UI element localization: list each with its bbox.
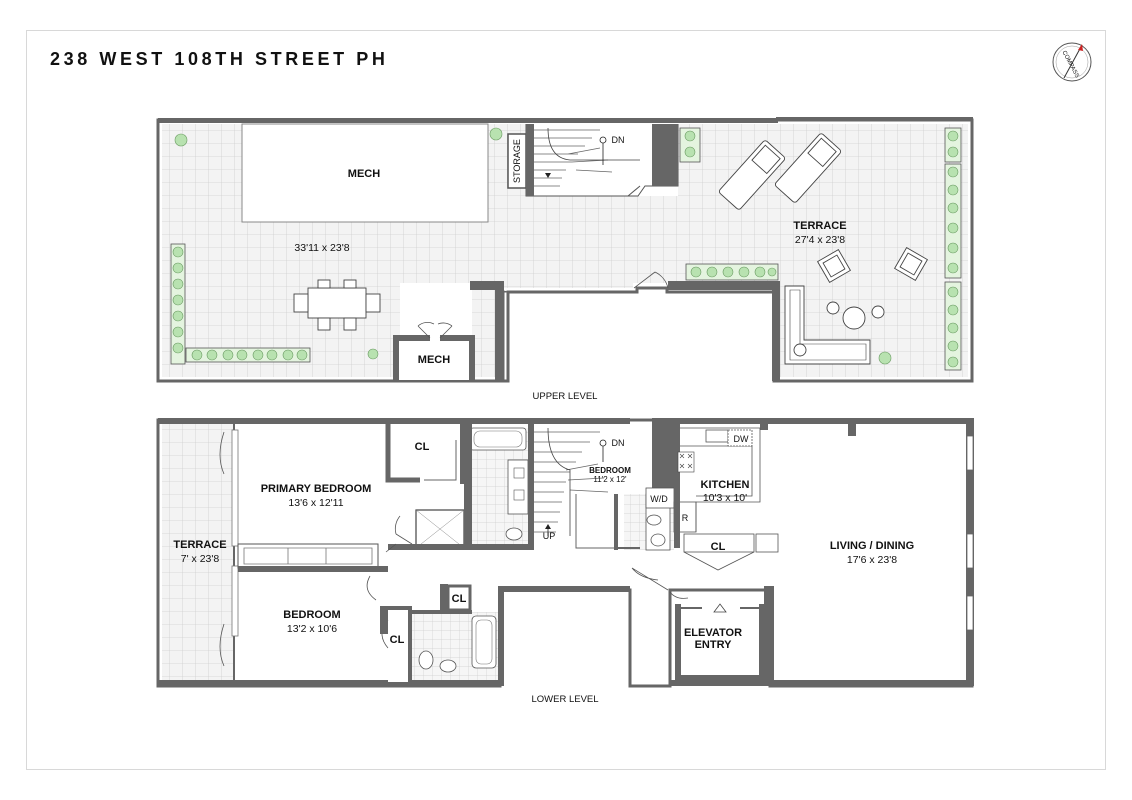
mech-small-label: MECH bbox=[418, 354, 450, 366]
compass-icon: COMPASS bbox=[1052, 42, 1092, 82]
lower-terrace-floor bbox=[162, 424, 234, 682]
living-dining-label: LIVING / DINING bbox=[830, 540, 914, 552]
bedroom-label: BEDROOM bbox=[283, 609, 340, 621]
refrigerator-label: R bbox=[682, 513, 689, 523]
lounge-chair-icon bbox=[718, 133, 842, 210]
upper-terrace-dim: 27'4 x 23'8 bbox=[795, 234, 845, 246]
lower-terrace-label: TERRACE bbox=[173, 539, 226, 551]
storage-label: STORAGE bbox=[512, 139, 522, 183]
mech-room bbox=[241, 123, 489, 223]
page-frame bbox=[26, 30, 1106, 770]
lower-terrace-dim: 7' x 23'8 bbox=[181, 553, 220, 565]
small-bedroom-dim: 11'2 x 12' bbox=[593, 475, 627, 484]
living-dining-dim: 17'6 x 23'8 bbox=[847, 554, 897, 566]
upper-deck-dim: 33'11 x 23'8 bbox=[294, 242, 349, 254]
upper-level-plan: MECH 33'11 x 23'8 MECH STORAGE DN TERRAC… bbox=[156, 117, 974, 402]
lounge-furniture-icon bbox=[784, 246, 929, 365]
dining-table-icon bbox=[293, 279, 381, 331]
upper-outer-wall bbox=[156, 118, 974, 383]
small-bedroom-label: BEDROOM bbox=[589, 466, 631, 475]
primary-bedroom-label: PRIMARY BEDROOM bbox=[261, 483, 372, 495]
elevator-entry bbox=[676, 604, 764, 680]
hall-closet-label: CL bbox=[452, 593, 467, 605]
lower-level-label: LOWER LEVEL bbox=[531, 694, 598, 705]
bedroom-dim: 13'2 x 10'6 bbox=[287, 623, 337, 635]
kitchen-label: KITCHEN bbox=[701, 479, 750, 491]
upper-terrace-label: TERRACE bbox=[793, 220, 846, 232]
washer-dryer-label: W/D bbox=[650, 494, 668, 504]
lower-stair-dn-label: DN bbox=[612, 438, 625, 448]
primary-closet-label: CL bbox=[415, 441, 430, 453]
dishwasher-label: DW bbox=[734, 434, 749, 444]
kitchen-dim: 10'3 x 10' bbox=[703, 492, 747, 504]
elevator-label-line2: ENTRY bbox=[695, 639, 733, 651]
bedroom-closet-label: CL bbox=[390, 634, 405, 646]
listing-title: 238 WEST 108TH STREET PH bbox=[50, 49, 389, 69]
elevator-label-line1: ELEVATOR bbox=[684, 627, 742, 639]
lower-stair-up-label: UP bbox=[543, 531, 556, 541]
mech-small-room bbox=[396, 338, 472, 380]
upper-level-label: UPPER LEVEL bbox=[533, 391, 598, 402]
kitchen-closet-label: CL bbox=[711, 541, 726, 553]
mech-label: MECH bbox=[348, 168, 380, 180]
upper-stair-dn-label: DN bbox=[612, 135, 625, 145]
lower-level-plan: TERRACE 7' x 23'8 PRIMARY BEDROOM 13'6 x… bbox=[156, 418, 974, 705]
primary-bedroom-dim: 13'6 x 12'11 bbox=[288, 497, 343, 509]
